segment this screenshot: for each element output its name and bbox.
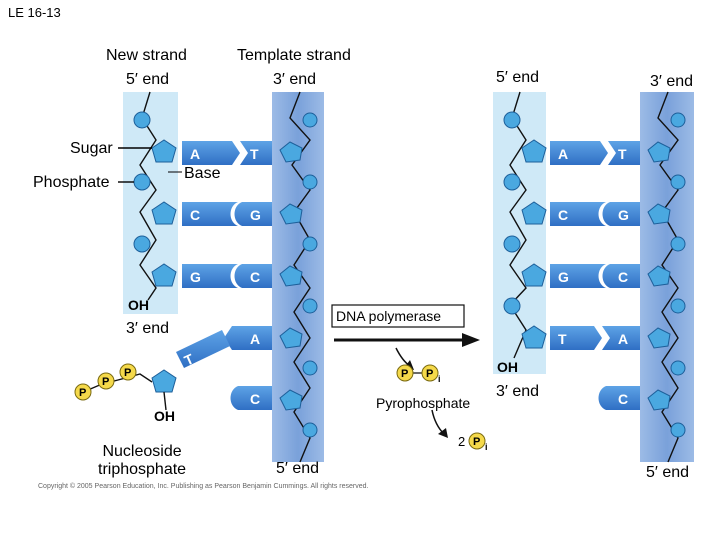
right-new-5-end-label: 5′ end xyxy=(496,69,540,86)
left-template-3-end-label: 3′ end xyxy=(273,71,317,88)
left-new-sugars xyxy=(151,139,177,287)
right-new-phosphates xyxy=(503,111,521,315)
polymerase-label-box xyxy=(331,304,465,328)
right-base-letters: A T C G G C T A C xyxy=(558,146,629,407)
left-pair-1-template: T xyxy=(250,146,259,162)
right-oh-label: OH xyxy=(497,359,518,375)
left-new-phosphates xyxy=(133,111,151,253)
right-new-strand-band xyxy=(493,92,546,374)
pi-sub: i xyxy=(485,442,488,452)
new-strand-label: New strand xyxy=(106,47,187,64)
left-template-lower-a: A xyxy=(250,331,260,347)
left-new-backbone xyxy=(139,91,157,301)
template-strand-label: Template strand xyxy=(237,47,351,64)
base-label: Base xyxy=(184,165,221,182)
left-template-lower-c: C xyxy=(250,391,260,407)
right-template-lower-c: C xyxy=(618,391,628,407)
incoming-oh-label: OH xyxy=(154,408,175,424)
left-base-pairs xyxy=(182,141,272,410)
right-new-3-end-label: 3′ end xyxy=(496,383,540,400)
p2-letter: P xyxy=(102,376,109,388)
copyright-line: Copyright © 2005 Pearson Education, Inc.… xyxy=(38,483,369,490)
right-pair-4-template: A xyxy=(618,331,628,347)
left-base-letters: A T C G G C A C xyxy=(190,146,261,407)
pyro-sub: i xyxy=(438,374,441,384)
right-template-5-end-label: 5′ end xyxy=(646,464,690,481)
right-base-pairs xyxy=(550,141,640,410)
right-pair-1-new: A xyxy=(558,146,568,162)
right-pair-4-new: T xyxy=(558,331,567,347)
pyro-p2: P xyxy=(426,368,433,380)
incoming-nucleotide: T P P P xyxy=(74,330,230,411)
right-pair-1-template: T xyxy=(618,146,627,162)
left-pair-3-new: G xyxy=(190,269,201,285)
left-pair-3-template: C xyxy=(250,269,260,285)
left-pair-2-new: C xyxy=(190,207,200,223)
right-pair-3-new: G xyxy=(558,269,569,285)
triphosphate-p1 xyxy=(119,363,137,381)
right-pair-2-new: C xyxy=(558,207,568,223)
pyrophosphate-label: Pyrophosphate xyxy=(376,395,471,411)
p1-letter: P xyxy=(124,367,131,379)
right-template-3-end-label: 3′ end xyxy=(650,73,694,90)
pyro-p1: P xyxy=(401,368,408,380)
left-pair-1-new: A xyxy=(190,146,200,162)
right-template-sugars xyxy=(647,141,671,411)
left-pair-2-template: G xyxy=(250,207,261,223)
p3-letter: P xyxy=(79,387,86,399)
dna-polymerase-label: DNA polymerase xyxy=(336,308,442,324)
triphosphate-p3 xyxy=(74,383,92,401)
left-new-3-end-label: 3′ end xyxy=(126,320,170,337)
left-template-phosphates xyxy=(302,112,318,438)
left-template-sugars xyxy=(279,141,303,411)
phosphate-label: Phosphate xyxy=(33,174,110,191)
left-oh-label: OH xyxy=(128,297,149,313)
nucleoside-triphosphate-label: Nucleoside triphosphate xyxy=(98,443,187,479)
pi-p: P xyxy=(473,436,480,448)
right-new-sugars xyxy=(521,139,547,349)
right-pair-2-template: G xyxy=(618,207,629,223)
pi-count: 2 xyxy=(458,434,465,449)
polymerase-arrow xyxy=(334,333,480,438)
left-new-5-end-label: 5′ end xyxy=(126,71,170,88)
pyrophosphate-group: P P i P i 2 xyxy=(396,364,488,452)
figure-title: LE 16-13 xyxy=(8,5,61,20)
right-pair-3-template: C xyxy=(618,269,628,285)
triphosphate-p2 xyxy=(97,372,115,390)
sugar-label: Sugar xyxy=(70,140,113,157)
right-template-phosphates xyxy=(670,112,686,438)
left-template-5-end-label: 5′ end xyxy=(276,460,320,477)
